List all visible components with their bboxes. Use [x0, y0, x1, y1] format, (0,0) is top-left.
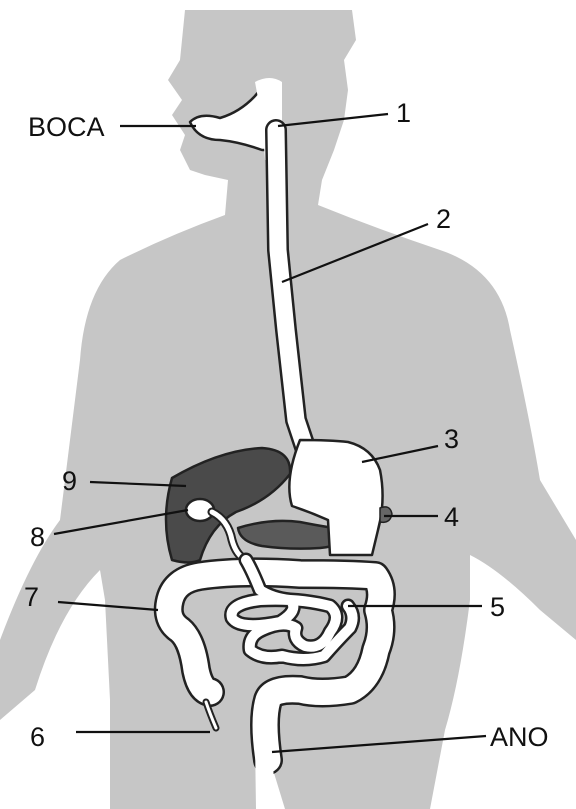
label-2: 2 [436, 204, 451, 234]
rectum [264, 740, 265, 809]
spleen [380, 507, 392, 522]
label-1: 1 [396, 98, 411, 128]
label-6: 6 [30, 722, 45, 752]
label-8: 8 [30, 522, 45, 552]
label-9: 9 [62, 466, 77, 496]
label-5: 5 [490, 592, 505, 622]
label-4: 4 [444, 502, 459, 532]
label-boca: BOCA [28, 112, 105, 142]
label-3: 3 [444, 424, 459, 454]
label-7: 7 [24, 582, 39, 612]
label-ano: ANO [490, 722, 549, 752]
